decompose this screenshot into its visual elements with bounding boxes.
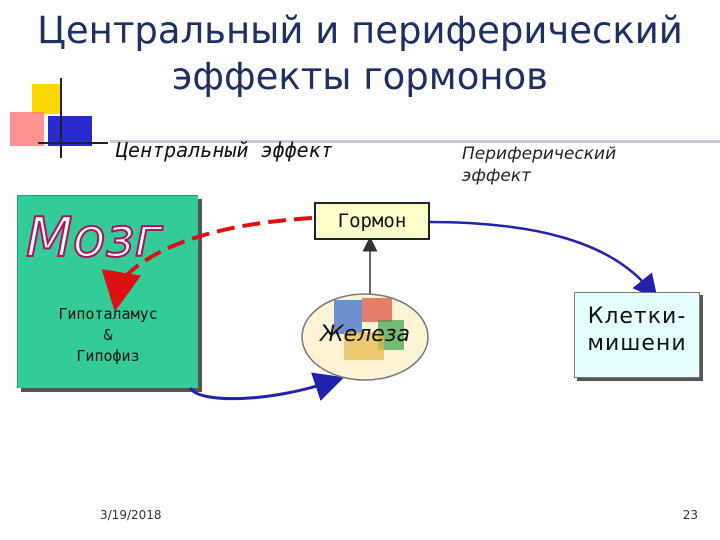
title-line-1: Центральный и периферический xyxy=(37,9,683,52)
peripheral-arrow xyxy=(427,220,658,300)
brain-wordart: Мозг xyxy=(25,205,164,270)
ampersand-line: & xyxy=(103,326,113,344)
folder-icon xyxy=(344,332,384,360)
gland-ellipse xyxy=(301,293,429,381)
cells-line-2: мишени xyxy=(587,331,687,356)
cells-line-1: Клетки- xyxy=(587,304,687,329)
footer-date: 3/19/2018 xyxy=(100,508,162,522)
hypothalamus-to-gland-arrow xyxy=(188,372,345,401)
hormone-box: Гормон xyxy=(314,202,430,240)
brain-box: Мозг Гипоталамус & Гипофиз xyxy=(17,195,198,388)
pdf-icon xyxy=(362,298,392,322)
brain-title: Мозг xyxy=(26,206,163,269)
title-line-2: эффекты гормонов xyxy=(172,55,548,98)
document-icon xyxy=(334,300,362,334)
peripheral-label-line-1: Периферический xyxy=(462,144,617,164)
central-effect-label: Центральный эффект xyxy=(116,138,333,162)
peripheral-effect-label: Периферический эффект xyxy=(462,143,616,187)
central-feedback-arrow xyxy=(101,216,313,312)
slide-title: Центральный и периферический эффекты гор… xyxy=(0,8,720,100)
target-cells-box: Клетки- мишени xyxy=(574,292,700,378)
header-divider xyxy=(110,140,720,143)
target-cells-label: Клетки- мишени xyxy=(575,303,699,357)
pituitary-line: Гипофиз xyxy=(76,347,140,365)
peripheral-label-line-2: эффект xyxy=(462,166,532,186)
gland-label: Железа xyxy=(319,322,410,347)
decorative-squares xyxy=(10,78,108,158)
page-number: 23 xyxy=(682,508,698,522)
